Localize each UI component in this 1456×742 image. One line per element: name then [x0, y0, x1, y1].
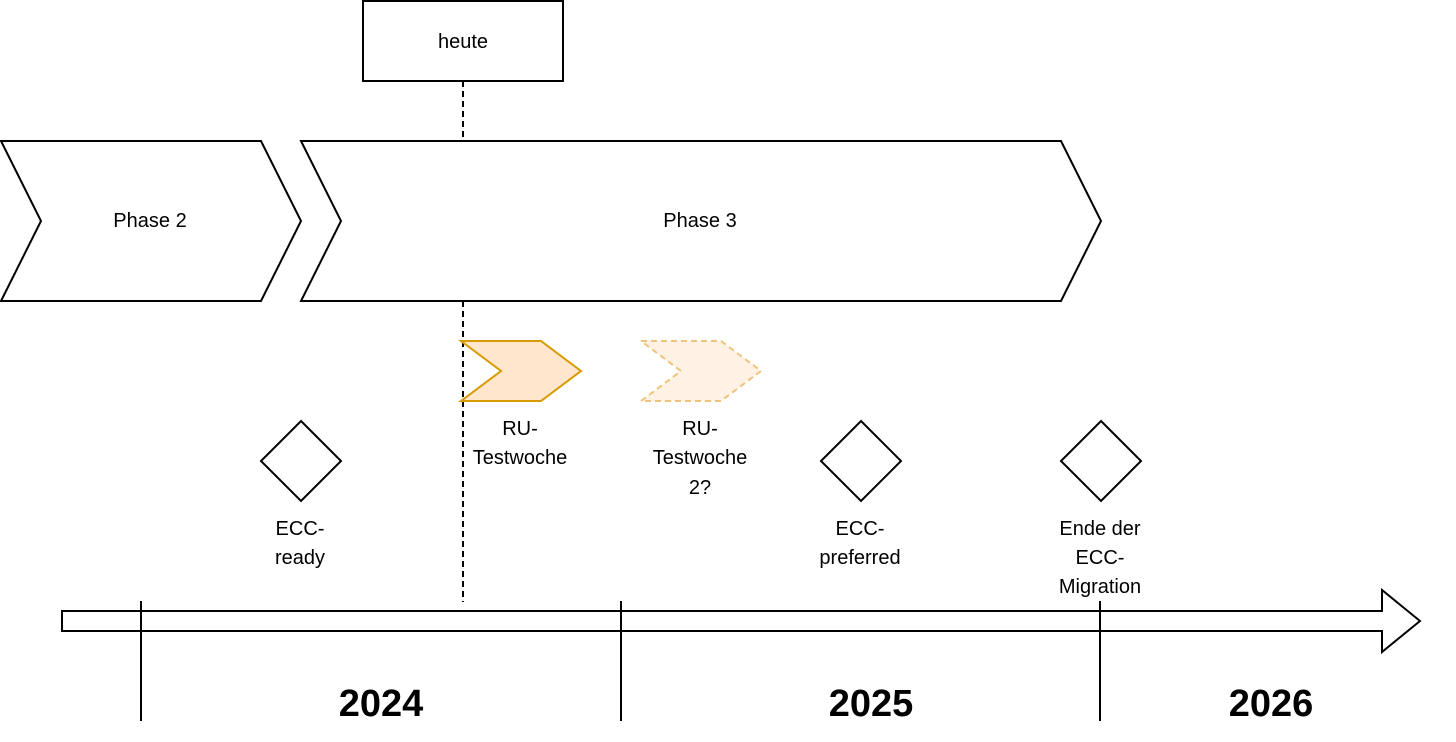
- phase-2-label: Phase 2: [113, 210, 186, 232]
- today-label: heute: [438, 31, 488, 53]
- milestone-label-line-2: ECC-: [1076, 547, 1125, 569]
- milestone-ecc-preferred[interactable]: ECC- preferred: [819, 419, 903, 569]
- time-axis-arrow: [61, 587, 1422, 655]
- test-week-2-label-line-2: Testwoche: [653, 447, 748, 469]
- phase-2-chevron: [0, 140, 303, 302]
- phase-3-chevron: [299, 140, 1103, 302]
- milestone-ende-der-migration[interactable]: Ende der ECC- Migration: [1059, 419, 1143, 598]
- test-week-1[interactable]: RU- Testwoche: [458, 340, 583, 469]
- milestone-label-line-2: ready: [275, 547, 325, 569]
- test-week-1-chevron: [458, 340, 583, 402]
- milestone-label-line-1: Ende der: [1059, 518, 1141, 540]
- milestone-label-line-2: preferred: [819, 547, 900, 569]
- phase-3[interactable]: Phase 3: [299, 140, 1103, 302]
- test-week-1-label-line-1: RU-: [502, 418, 538, 440]
- milestone-label-line-1: ECC-: [836, 518, 885, 540]
- test-week-2-label-line-1: RU-: [682, 418, 718, 440]
- phase-2[interactable]: Phase 2: [0, 140, 303, 302]
- milestone-label-line-1: ECC-: [276, 518, 325, 540]
- today-box[interactable]: [362, 0, 564, 82]
- test-week-2-chevron: [638, 340, 763, 402]
- year-label-2026: 2026: [1229, 683, 1314, 725]
- test-week-2[interactable]: RU- Testwoche 2?: [638, 340, 763, 499]
- milestone-diamond: [819, 419, 903, 503]
- year-label-2024: 2024: [339, 683, 424, 725]
- test-week-2-label-line-3: 2?: [689, 477, 711, 499]
- milestone-label-line-3: Migration: [1059, 576, 1141, 598]
- year-label-2025: 2025: [829, 683, 914, 725]
- phase-3-label: Phase 3: [663, 210, 736, 232]
- test-week-1-label-line-2: Testwoche: [473, 447, 568, 469]
- milestone-diamond: [259, 419, 343, 503]
- milestone-diamond: [1059, 419, 1143, 503]
- milestone-ecc-ready[interactable]: ECC- ready: [259, 419, 343, 569]
